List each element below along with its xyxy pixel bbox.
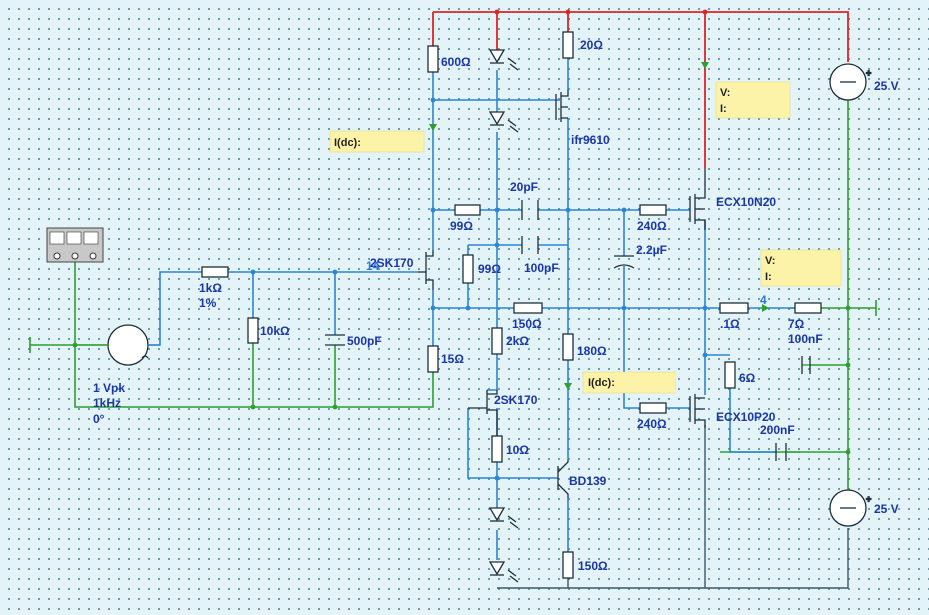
label-src-amp: 1 Vpk [93,381,125,395]
probe-idc-bot[interactable]: I(dc): [582,371,676,394]
probe-label: I(dc): [334,137,361,149]
mosfet-ifr9610[interactable] [555,90,569,122]
signal-wire [148,58,795,560]
label-r1k-tol: 1% [199,296,217,310]
current-arrow [762,304,769,312]
resistor-20[interactable] [562,31,574,59]
probe-current-label: I: [720,103,727,115]
label-r99-mid: 99Ω [478,262,501,276]
probe-v-top[interactable]: V: I: [715,81,791,119]
resistor-1k[interactable] [201,266,229,278]
label-src-phase: 0° [93,412,105,426]
label-r10: 10Ω [506,443,529,457]
dc-source-pos[interactable]: + [829,63,872,101]
current-arrow [564,383,572,390]
label-r6: 6Ω [739,371,756,385]
resistor-99-mid[interactable] [462,254,474,284]
label-r7: 7Ω [788,317,805,331]
label-c20pf: 20pF [510,180,538,194]
capacitor-100pf[interactable] [521,236,539,254]
probe-v-out[interactable]: V: I: [760,249,842,287]
label-r20: 20Ω [580,38,603,52]
led-icon[interactable] [488,111,519,133]
label-vpos: 25 V [874,79,899,93]
label-c2u2: 2.2µF [636,243,667,257]
svg-text:+: + [866,68,871,78]
probe-label: I(dc): [588,377,615,389]
positive-rail-wire [432,11,849,168]
label-2sk170-bot: 2SK170 [494,393,538,407]
jfet-2sk170-top[interactable] [418,250,434,290]
capacitor-100nf[interactable] [801,356,811,374]
resistor-150-bot[interactable] [562,551,574,579]
negative-rail-wire [497,425,849,589]
led-icon[interactable] [488,49,519,71]
resistor-10k[interactable] [247,317,259,344]
bjt-bd139[interactable] [557,460,569,498]
label-node-14: 14 [366,259,380,273]
label-r180: 180Ω [577,344,607,358]
label-r150-mid: 150Ω [512,317,542,331]
probe-voltage-label: V: [765,255,775,267]
label-r240-top: 240Ω [637,219,667,233]
label-r150-bot: 150Ω [578,559,608,573]
svg-text:+: + [866,494,871,504]
label-ecx10n20: ECX10N20 [716,195,776,209]
probe-voltage-label: V: [720,87,730,99]
function-generator-icon[interactable] [46,227,104,263]
current-arrow [701,62,709,69]
label-r15: 15Ω [441,352,464,366]
label-r1k: 1kΩ [199,281,222,295]
resistor-0-1[interactable] [719,302,749,314]
label-r240-bot: 240Ω [637,417,667,431]
resistor-7[interactable] [794,302,822,314]
resistor-2k[interactable] [491,327,503,355]
capacitor-500pf[interactable] [325,334,345,346]
mosfet-ecx10p20[interactable] [689,394,706,428]
label-c100pf: 100pF [524,261,559,275]
label-ecx10p20: ECX10P20 [716,410,776,424]
probe-current-label: I: [765,271,772,283]
label-ifr9610: ifr9610 [571,133,610,147]
resistor-10[interactable] [491,435,503,463]
resistor-99-top[interactable] [454,204,481,216]
resistor-180[interactable] [562,333,574,361]
label-c200nf: 200nF [760,423,795,437]
label-r10k: 10kΩ [260,324,290,338]
ground-wire [29,100,877,490]
label-c100nf: 100nF [788,332,823,346]
resistor-240-bot[interactable] [639,402,667,414]
jfet-2sk170-bot[interactable] [468,390,498,436]
junction-dots [72,9,851,481]
label-src-freq: 1kHz [93,396,121,410]
ac-source[interactable] [75,324,160,366]
led-icon[interactable] [488,507,519,529]
capacitor-200nf[interactable] [775,443,800,461]
capacitor-2u2[interactable] [613,255,635,269]
resistor-6[interactable] [724,361,736,389]
resistor-150-mid[interactable] [513,302,543,314]
label-c500pf: 500pF [347,334,382,348]
led-icon[interactable] [488,561,519,583]
label-r600: 600Ω [441,55,471,69]
label-r99-top: 99Ω [450,219,473,233]
label-vneg: 25 V [874,502,899,516]
label-node-4: 4 [760,293,767,307]
label-2sk170-top: 2SK170 [370,256,414,270]
resistor-240-top[interactable] [639,204,667,216]
capacitor-20pf[interactable] [521,200,539,220]
resistor-600[interactable] [427,45,439,73]
dc-source-neg[interactable]: + [829,489,872,527]
component-labels: 600Ω 20Ω ifr9610 99Ω 20pF 240Ω ECX10N20 … [93,38,899,573]
current-arrow [429,124,437,131]
probe-idc-top[interactable]: I(dc): [329,130,425,153]
label-r0-1: .1Ω [720,317,740,331]
mosfet-ecx10n20[interactable] [689,168,706,230]
label-r2k: 2kΩ [506,334,529,348]
label-bd139: BD139 [569,474,607,488]
resistor-15[interactable] [427,345,439,373]
